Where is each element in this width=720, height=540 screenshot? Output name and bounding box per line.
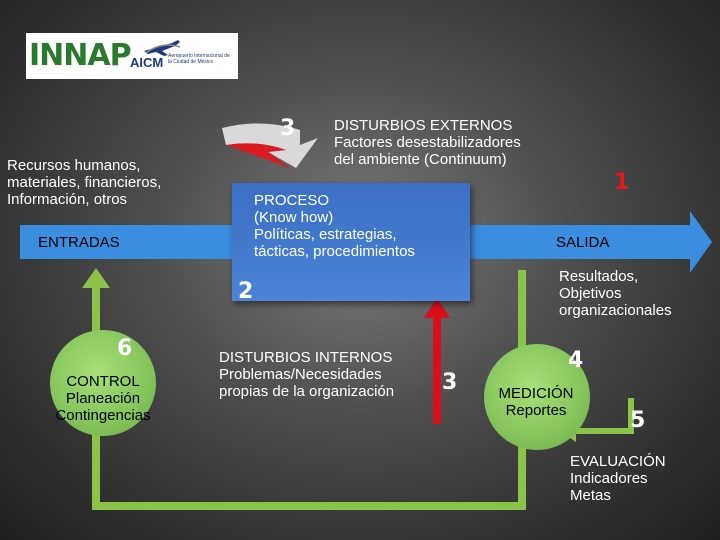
control-circle xyxy=(50,330,156,436)
inputs-label: ENTRADAS xyxy=(38,234,120,251)
external-line: del ambiente (Continuum) xyxy=(334,151,507,168)
evaluation-line: Metas xyxy=(570,487,611,504)
measurement-line: MEDICIÓN xyxy=(498,385,574,402)
output-results-line: Resultados, xyxy=(559,268,639,285)
output-results-line: organizacionales xyxy=(559,302,672,319)
input-resources-line: Información, otros xyxy=(7,191,128,208)
aicm-subtitle: Aeropuerto Internacional de la Ciudad de… xyxy=(168,53,230,65)
measurement-number: 4 xyxy=(568,348,584,373)
output-number: 1 xyxy=(614,170,630,195)
output-label: SALIDA xyxy=(556,234,610,251)
evaluation-arrow-shaft xyxy=(572,428,634,434)
process-line: Políticas, estrategias, xyxy=(254,226,397,243)
airplane-icon xyxy=(144,40,181,56)
innap-logo: INNAP xyxy=(29,38,132,73)
external-line: Factores desestabilizadores xyxy=(334,134,521,151)
control-line: Planeación xyxy=(65,390,141,407)
process-box xyxy=(232,183,470,301)
control-text: CONTROL Planeación Contingencias xyxy=(40,373,166,424)
process-number: 2 xyxy=(238,279,254,304)
control-number: 6 xyxy=(117,336,133,361)
external-disturbance-arrow xyxy=(222,123,318,168)
internal-line: DISTURBIOS INTERNOS xyxy=(219,349,393,366)
evaluation-text: EVALUACIÓN Indicadores Metas xyxy=(570,453,710,504)
input-resources-line: Recursos humanos, xyxy=(7,157,141,174)
measurement-line: Reportes xyxy=(505,402,567,419)
internal-number: 3 xyxy=(442,370,458,395)
measurement-circle xyxy=(484,344,590,450)
output-results: Resultados, Objetivos organizacionales xyxy=(559,268,709,319)
external-number: 3 xyxy=(280,116,296,141)
process-line: (Know how) xyxy=(254,209,334,226)
internal-disturbance-head xyxy=(424,298,450,318)
evaluation-arrow-riser xyxy=(628,398,634,434)
evaluation-line: EVALUACIÓN xyxy=(570,453,666,470)
measurement-text: MEDICIÓN Reportes xyxy=(480,385,592,419)
process-line: PROCESO xyxy=(254,192,330,209)
output-arrow xyxy=(470,211,712,273)
input-arrow xyxy=(20,211,252,273)
feedback-bottom-shaft xyxy=(96,502,526,510)
evaluation-number: 5 xyxy=(630,408,646,433)
evaluation-line: Indicadores xyxy=(570,470,648,487)
process-text: PROCESO (Know how) Políticas, estrategia… xyxy=(254,192,468,260)
external-line: DISTURBIOS EXTERNOS xyxy=(334,117,513,134)
external-disturbances: DISTURBIOS EXTERNOS Factores desestabili… xyxy=(334,117,574,168)
process-line: tácticas, procedimientos xyxy=(254,243,415,260)
logo-banner: INNAP AICM Aeropuerto Internacional de l… xyxy=(26,33,238,79)
internal-disturbance-shaft xyxy=(433,314,441,424)
input-resources-line: materiales, financieros, xyxy=(7,174,162,191)
input-resources: Recursos humanos, materiales, financiero… xyxy=(7,157,207,208)
control-line: Contingencias xyxy=(55,407,151,424)
internal-disturbances: DISTURBIOS INTERNOS Problemas/Necesidade… xyxy=(219,349,439,400)
output-results-line: Objetivos xyxy=(559,285,622,302)
control-line: CONTROL xyxy=(66,373,140,390)
feedback-left-head xyxy=(82,268,110,288)
internal-line: propias de la organización xyxy=(219,383,395,400)
internal-line: Problemas/Necesidades xyxy=(219,366,382,383)
aicm-logo: AICM xyxy=(130,55,164,70)
